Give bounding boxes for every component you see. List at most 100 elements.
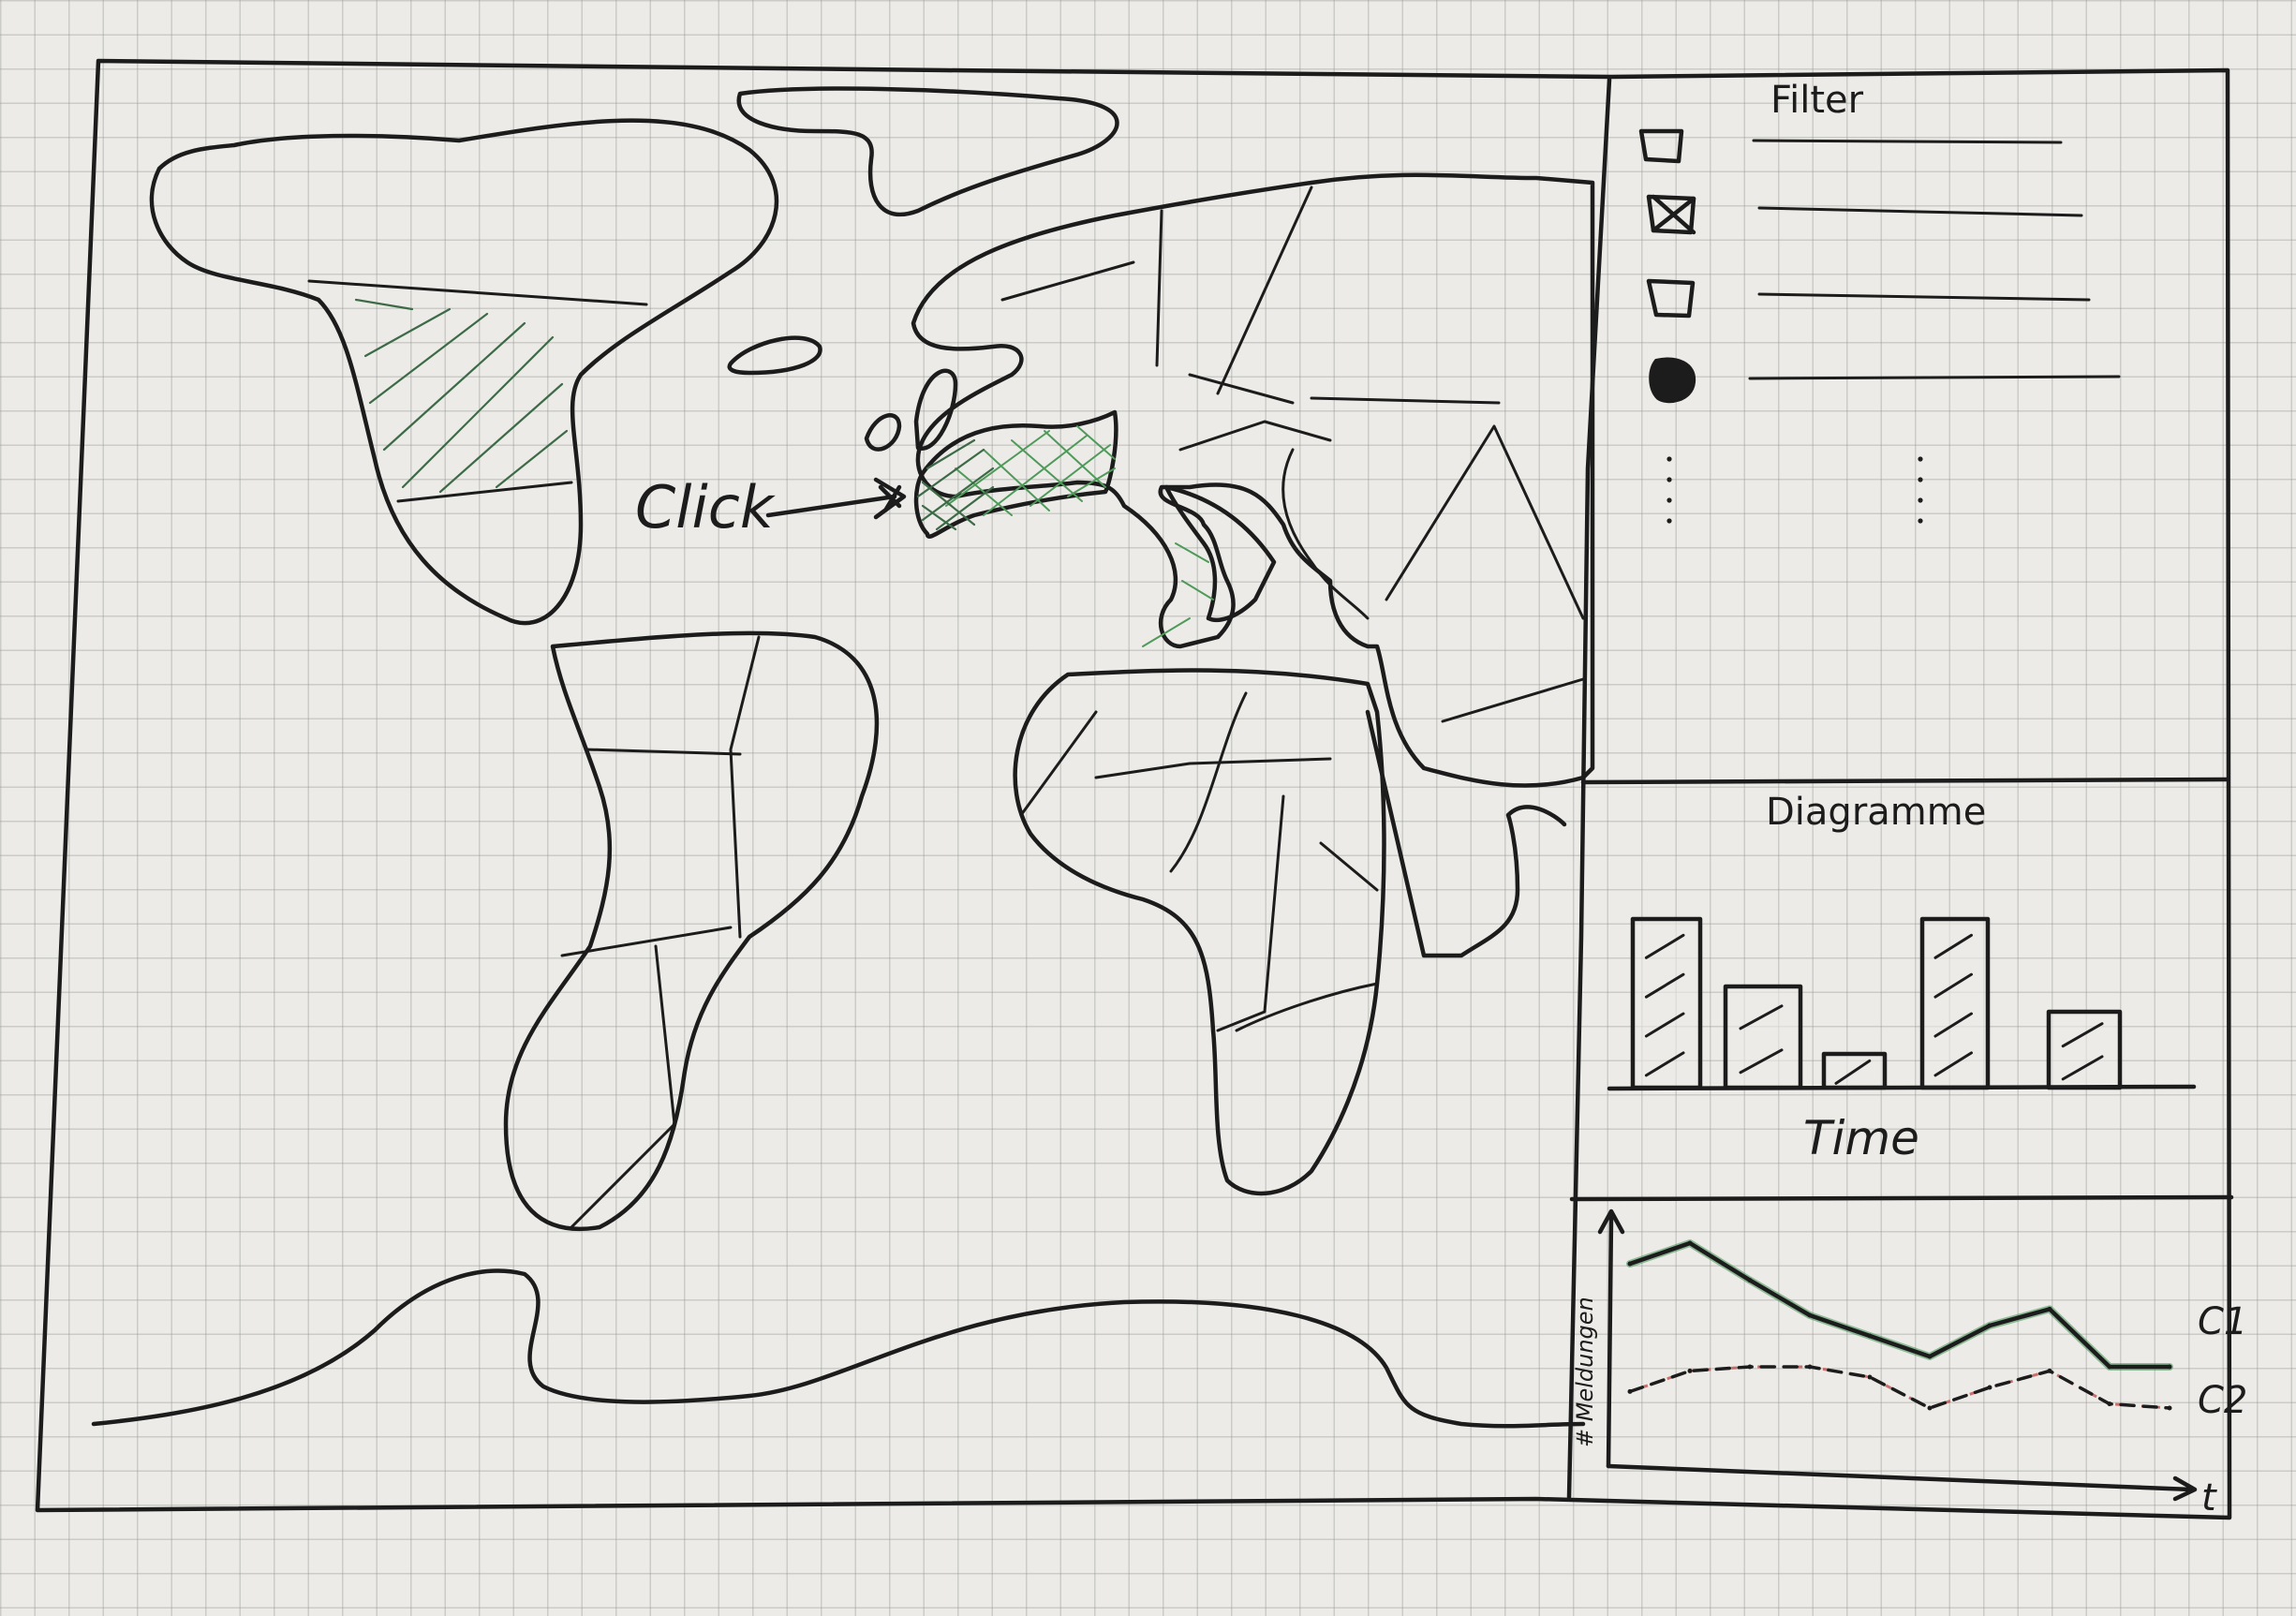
series-c1-point-3 <box>1747 1278 1753 1283</box>
filter-item-2[interactable] <box>1646 194 2083 235</box>
line-chart-x-axis <box>1606 1463 2195 1492</box>
series-c1-point-5 <box>1867 1333 1873 1339</box>
line-chart-xlabel: t <box>2201 1476 2217 1520</box>
eurasia-border-6 <box>1178 420 1332 452</box>
filter-item-label-line-3 <box>1757 292 2091 302</box>
eurasia-border-4 <box>1188 373 1295 405</box>
series-c1-point-8 <box>2047 1306 2052 1312</box>
filter-checkbox-4[interactable] <box>1649 357 1696 404</box>
filter-item-label-line-4 <box>1748 375 2121 380</box>
filter-more-ellipsis <box>1666 456 1923 524</box>
bar-5-hatch <box>2061 1022 2104 1081</box>
sa-border-2 <box>729 635 761 939</box>
island-3 <box>913 368 958 451</box>
filter-item-1[interactable] <box>1638 128 2063 164</box>
continent-north-america <box>149 118 779 626</box>
bar-2[interactable] <box>1723 984 1803 1090</box>
bar-chart <box>1630 916 2123 1090</box>
series-c1-point-1 <box>1627 1261 1633 1267</box>
filter-panel: Filter <box>1638 79 2121 524</box>
line-chart-y-axis-arrow <box>1597 1208 1625 1235</box>
bar-chart-xlabel: Time <box>1803 1111 1919 1165</box>
series-c2-label: C2 <box>2198 1379 2247 1422</box>
outer-frame <box>35 58 2232 1520</box>
eurasia-border-3 <box>1216 185 1313 395</box>
eurasia-border-7 <box>1281 448 1370 620</box>
diagram-title: Diagramme <box>1766 791 1986 834</box>
filter-diagram-divider <box>1580 777 2230 785</box>
africa-border-1 <box>1019 710 1098 817</box>
series-c1-point-7 <box>1987 1323 1992 1328</box>
sidebar-divider <box>1566 77 1612 1500</box>
africa-border-2 <box>1094 757 1332 779</box>
filter-item-4[interactable] <box>1649 357 2121 404</box>
filter-title: Filter <box>1770 79 1864 122</box>
africa-border-6 <box>1235 982 1379 1032</box>
africa-border-4 <box>1216 794 1285 1032</box>
filter-checkbox-1[interactable] <box>1638 128 1684 164</box>
bar-1-hatch <box>1644 933 1685 1077</box>
selected-region[interactable] <box>913 409 1118 539</box>
island-2 <box>864 413 902 452</box>
na-us-mexico-line <box>396 481 573 503</box>
series-c2-point-7 <box>1987 1385 1992 1390</box>
africa-border-3 <box>1169 691 1248 873</box>
click-arrow <box>765 494 897 518</box>
click-arrow-head <box>873 477 907 520</box>
continent-antarctica <box>91 1268 1586 1429</box>
continent-south-america <box>503 630 880 1232</box>
series-c1-label: C1 <box>2198 1300 2247 1343</box>
series-c2-point-3 <box>1747 1364 1753 1370</box>
italy-peninsula <box>1163 484 1277 623</box>
series-c1-line[interactable] <box>1627 1240 2172 1370</box>
sa-border-3 <box>560 926 733 957</box>
series-c1-point-2 <box>1687 1240 1693 1246</box>
series-c2-point-1 <box>1627 1388 1633 1394</box>
filter-item-3[interactable] <box>1646 278 2091 319</box>
line-chart-x-axis-arrow <box>2172 1475 2198 1502</box>
series-c1-point-9 <box>2107 1364 2112 1370</box>
line-chart-y-axis <box>1606 1215 1614 1469</box>
series-c2-point-8 <box>2047 1368 2052 1373</box>
filter-item-label-line-1 <box>1752 139 2063 144</box>
bar-2-hatch <box>1739 1004 1784 1075</box>
line-chart-ylabel: # Meldungen <box>1572 1297 1598 1447</box>
series-c2-point-2 <box>1687 1368 1693 1373</box>
bar-5[interactable] <box>2046 1009 2123 1090</box>
sa-border-1 <box>584 748 742 756</box>
filter-checkbox-3[interactable] <box>1646 278 1696 319</box>
series-c2-line[interactable] <box>1628 1365 2171 1410</box>
eurasia-border-2 <box>1155 209 1163 367</box>
eurasia-border-5 <box>1310 396 1501 405</box>
series-c1-point-6 <box>1927 1354 1933 1359</box>
diagram-linechart-divider <box>1569 1194 2234 1202</box>
selection-crosshatch <box>916 425 1116 531</box>
continent-africa <box>1013 668 1386 1196</box>
series-c2-point-9 <box>2107 1401 2112 1407</box>
eurasia-border-1 <box>1000 260 1135 302</box>
filter-checkbox-2-cross <box>1651 194 1696 235</box>
filter-item-label-line-2 <box>1757 206 2083 217</box>
series-c2-color-trace <box>1629 1365 2170 1410</box>
bar-chart-baseline <box>1607 1084 2197 1091</box>
diagram-panel: Diagramme Time <box>1607 791 2197 1165</box>
na-canada-line <box>307 279 648 306</box>
continent-greenland <box>736 86 1119 217</box>
bar-3-hatch <box>1834 1059 1872 1085</box>
italy-hatch <box>1142 542 1214 647</box>
bar-1[interactable] <box>1630 916 1703 1090</box>
world-map: Click <box>91 86 1595 1429</box>
click-annotation-label: Click <box>635 473 776 541</box>
series-c2-point-4 <box>1807 1364 1813 1370</box>
series-c2-point-5 <box>1867 1374 1873 1380</box>
bar-4-hatch <box>1933 933 1973 1077</box>
series-c1-point-10 <box>2167 1364 2172 1370</box>
sa-border-4 <box>570 944 676 1229</box>
series-c2-point-10 <box>2167 1405 2172 1411</box>
eurasia-border-9 <box>1441 677 1585 723</box>
africa-border-5 <box>1319 841 1379 892</box>
north-america-hatch <box>354 298 569 494</box>
